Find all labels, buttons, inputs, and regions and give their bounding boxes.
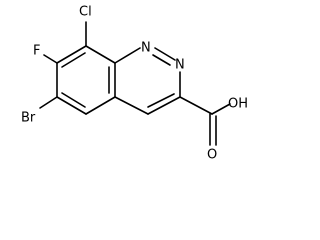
bond-c6-br — [39, 96, 58, 109]
bond-c5-c6-inner — [61, 92, 86, 108]
bond-n1-n2-inner — [152, 54, 171, 66]
atom-label-cl: Cl — [79, 5, 92, 20]
bond-c3-ccooh — [179, 96, 213, 115]
bond-c4-c4a — [114, 96, 149, 115]
bond-c7-c8 — [56, 45, 87, 64]
bond-c3-c4-inner — [147, 93, 175, 108]
bond-c8-c8a — [85, 45, 116, 64]
structure-canvas: Cl F Br N N OH O — [21, 5, 248, 163]
bond-cooh-oh — [211, 103, 231, 115]
bond-c7-c8-inner — [61, 52, 86, 68]
bond-c4a-c5 — [85, 96, 116, 115]
bond-n1-n2 — [154, 47, 176, 61]
atom-label-n1: N — [141, 41, 151, 56]
bond-c8a-n1 — [114, 47, 141, 64]
bond-c7-f — [43, 54, 58, 64]
atom-label-oh: OH — [228, 97, 248, 112]
atom-label-o: O — [207, 148, 217, 163]
bond-c3-c4 — [147, 96, 181, 115]
atom-label-f: F — [33, 44, 40, 59]
atom-label-n2: N — [175, 58, 185, 73]
bond-c5-c6 — [56, 96, 87, 115]
atom-label-br: Br — [21, 111, 36, 126]
cinnoline-structure-diagram: Cl F Br N N OH O — [21, 5, 248, 163]
